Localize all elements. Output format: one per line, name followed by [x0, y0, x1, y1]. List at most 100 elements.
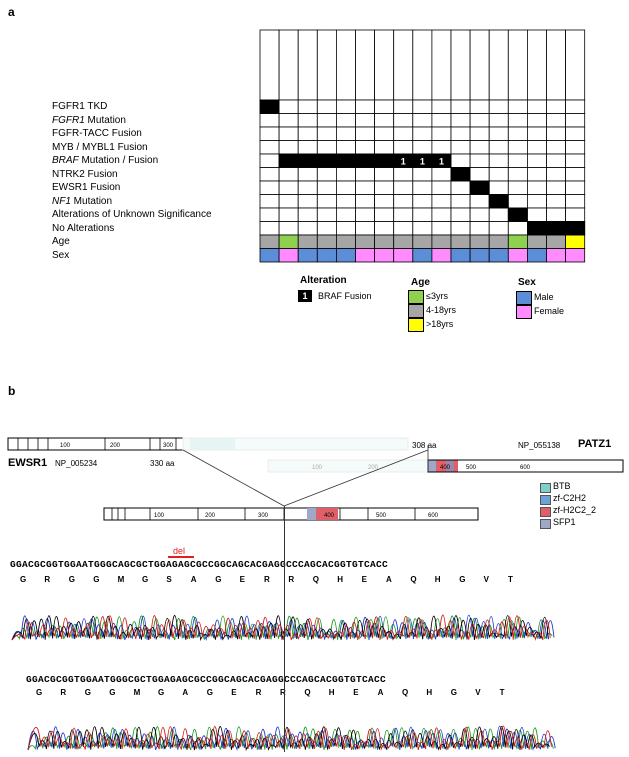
fusion-tick-100: 100 [154, 513, 165, 519]
grid-cell [278, 167, 299, 182]
grid-cell [527, 234, 547, 249]
grid-cell [374, 167, 395, 182]
grid-cell [488, 153, 509, 168]
grid-cell [450, 194, 471, 209]
amino-acid: G [93, 575, 100, 584]
fusion-tick-200: 200 [205, 513, 216, 519]
grid-cell [393, 140, 414, 155]
grid-cell [393, 234, 414, 249]
sample-header-cell [355, 29, 376, 101]
domain-label: BTB [553, 481, 571, 491]
grid-cell [546, 248, 567, 263]
grid-cell [565, 126, 586, 141]
patz1-faded-region [267, 459, 429, 473]
legend-alteration-title: Alteration [300, 275, 347, 286]
row-label: FGFR1 Mutation [52, 114, 126, 126]
grid-cell [259, 207, 280, 222]
grid-cell [412, 140, 433, 155]
alteration-cell [355, 153, 376, 168]
grid-cell [450, 99, 471, 114]
grid-cell [259, 153, 280, 168]
patz1-tick-400: 400 [440, 465, 451, 471]
amino-acid: R [255, 688, 262, 697]
grid-cell [355, 140, 376, 155]
grid-cell [527, 180, 547, 195]
amino-acid: H [328, 688, 335, 697]
grid-cell [469, 221, 490, 236]
chromatogram-trace [27, 725, 556, 751]
sample-header-cell [488, 29, 509, 101]
domain-swatch [540, 495, 551, 505]
legend-age-swatch-old [408, 318, 424, 332]
amino-acid: E [353, 688, 359, 697]
alteration-cell [469, 180, 490, 195]
grid-cell [335, 221, 356, 236]
grid-cell [355, 207, 376, 222]
grid-cell [507, 153, 528, 168]
grid-cell [450, 153, 471, 168]
grid-cell [374, 234, 395, 249]
grid-cell [546, 126, 567, 141]
grid-cell [316, 221, 337, 236]
grid-cell [412, 248, 433, 263]
grid-cell [507, 194, 528, 209]
alteration-cell [259, 99, 280, 114]
amino-acid: G [36, 688, 43, 697]
domain-swatch [540, 519, 551, 529]
grid-cell [546, 113, 567, 128]
amino-acid: R [264, 575, 270, 584]
grid-cell [469, 167, 490, 182]
amino-acid: Q [402, 688, 409, 697]
grid-cell [450, 248, 471, 263]
sequence-2: GGACGCGGTGGAATGGGCGCTGGAGAGCGCCGGCAGCACG… [26, 674, 387, 685]
legend-age-item-young: ≤3yrs [426, 291, 448, 301]
grid-cell [374, 99, 395, 114]
grid-cell [450, 221, 471, 236]
grid-cell [469, 140, 490, 155]
grid-cell [335, 99, 356, 114]
grid-cell [259, 234, 280, 249]
row-label: EWSR1 Fusion [52, 182, 121, 193]
legend-age-title: Age [411, 277, 430, 288]
grid-cell [469, 113, 490, 128]
grid-cell [412, 180, 433, 195]
legend-fusion-mark: 1 [298, 290, 312, 302]
ewsr1-tick-200: 200 [110, 443, 121, 449]
grid-cell [297, 194, 318, 209]
amino-acid: H [434, 575, 441, 584]
amino-acid: G [142, 575, 149, 584]
grid-cell [527, 153, 547, 168]
grid-cell [316, 248, 337, 263]
fusion-zf-domain [316, 508, 338, 520]
ewsr1-gene-name: EWSR1 [8, 457, 48, 469]
legend-age-item-old: >18yrs [426, 319, 454, 329]
domain-swatch [540, 507, 551, 517]
grid-cell [431, 126, 452, 141]
sequence-1: GGACGCGGTGGAATGGGCAGCGCTGGAGAGCGCCGGCAGC… [10, 559, 389, 570]
grid-cell [546, 99, 567, 114]
ewsr1-length: 330 aa [150, 459, 175, 468]
amino-acid: G [158, 688, 165, 697]
grid-cell [335, 234, 356, 249]
grid-cell [488, 207, 509, 222]
amino-acid: T [508, 575, 513, 584]
panel-a-label: a [8, 5, 15, 19]
grid-cell [316, 180, 337, 195]
sample-header-cell [297, 29, 318, 101]
amino-acid: M [133, 688, 141, 697]
grid-cell [450, 207, 471, 222]
grid-cell [527, 167, 547, 182]
grid-cell [355, 113, 376, 128]
chromatogram-1 [11, 614, 555, 642]
grid-cell [297, 167, 318, 182]
amino-acid: G [450, 688, 458, 697]
amino-acid: G [109, 688, 116, 697]
grid-cell [450, 126, 471, 141]
grid-cell [278, 234, 299, 249]
grid-cell [431, 221, 452, 236]
fusion-tick-400: 400 [324, 513, 335, 519]
patz1-faded-tick-100: 100 [312, 465, 323, 471]
grid-cell [393, 167, 414, 182]
grid-cell [278, 113, 299, 128]
alteration-cell [335, 153, 356, 168]
